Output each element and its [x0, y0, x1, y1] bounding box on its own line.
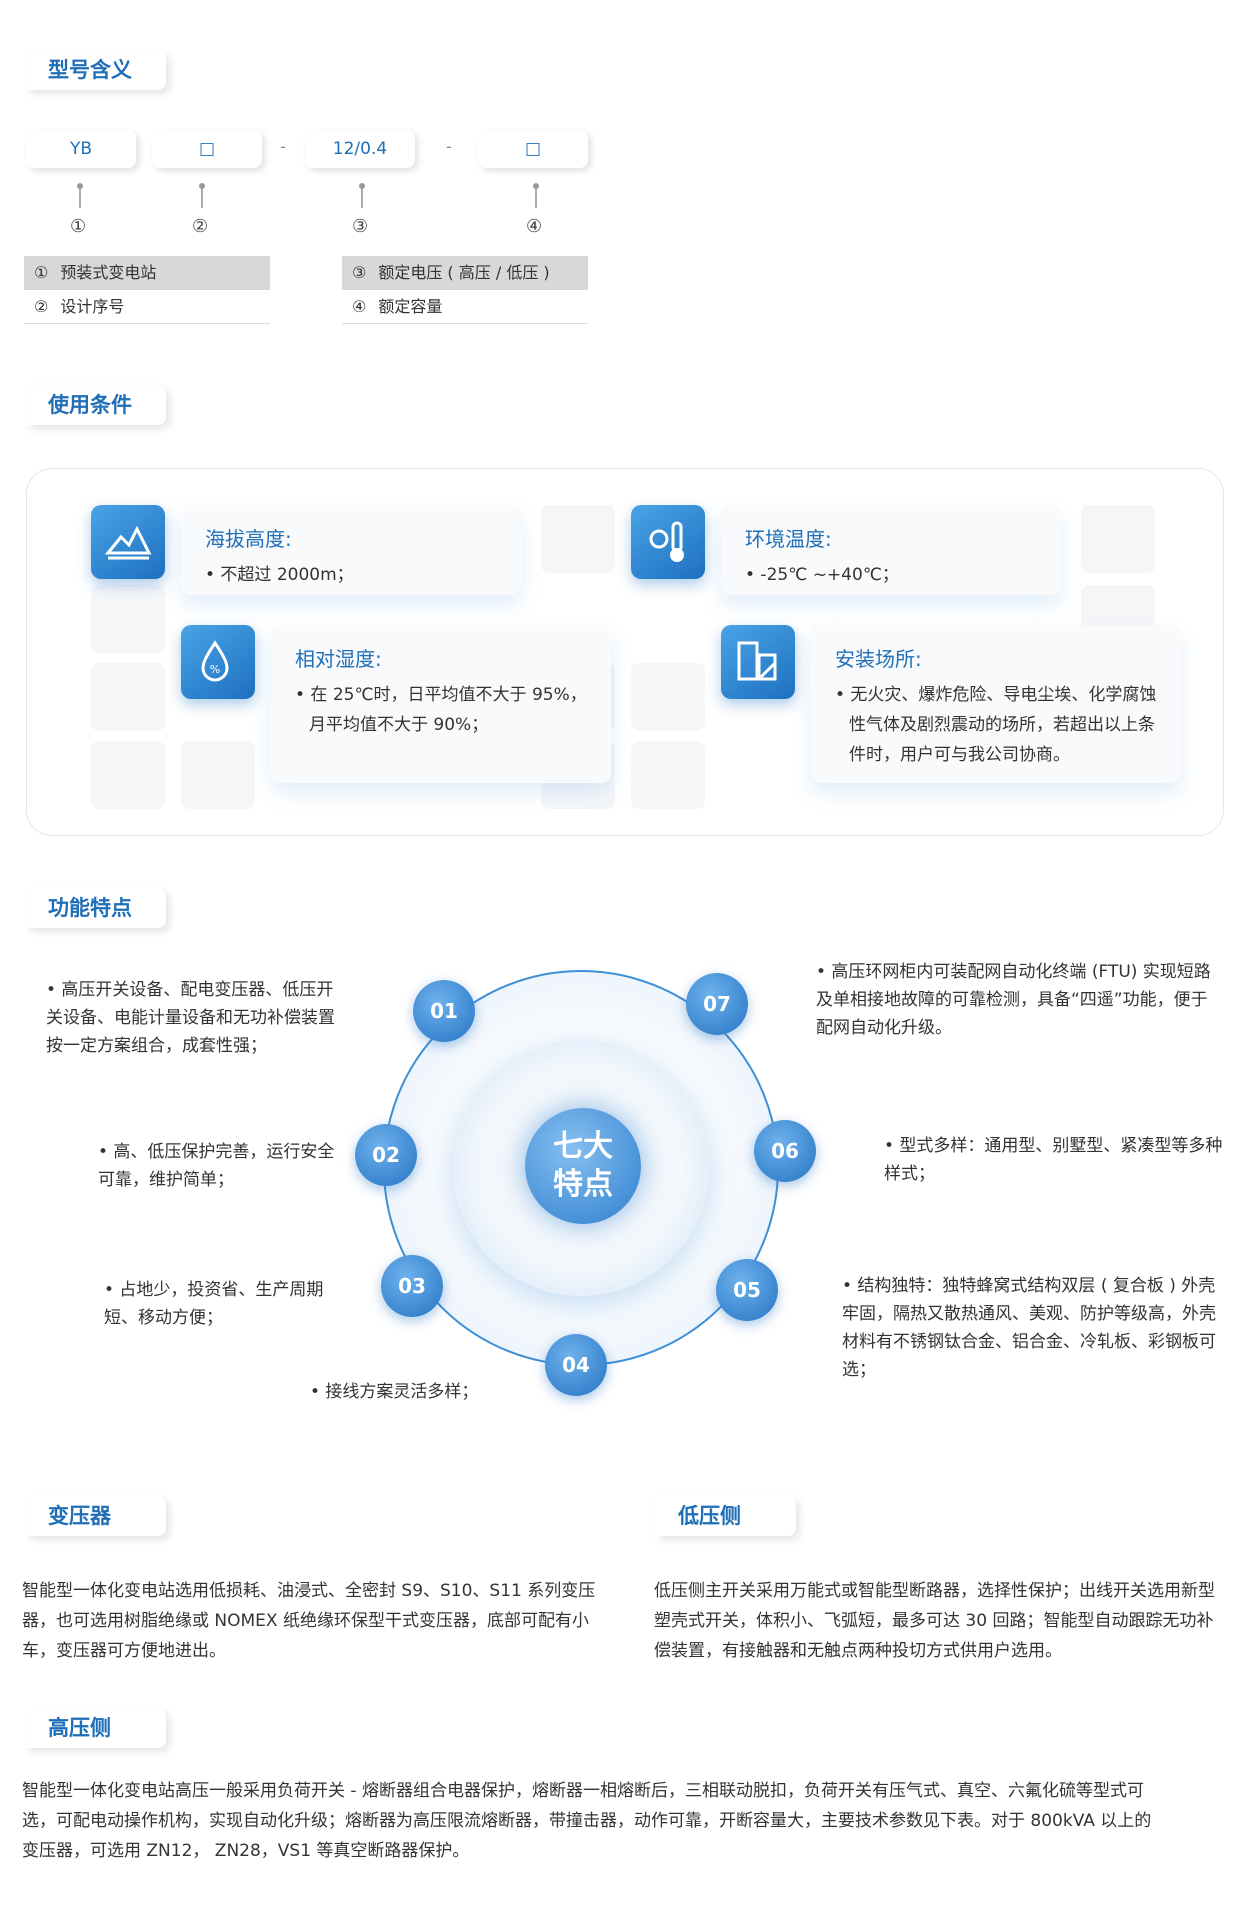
condition-card-location: 安装场所: • 无火灾、爆炸危险、导电尘埃、化学腐蚀性气体及剧烈震动的场所，若超…: [811, 625, 1181, 783]
section-title-model: 型号含义: [26, 50, 166, 90]
pin-marker: [359, 183, 365, 208]
legend-row-3: ③ 额定电压 ( 高压 / 低压 ): [342, 256, 588, 290]
decor-tile: [631, 663, 705, 731]
humidity-drop-icon: %: [181, 625, 255, 699]
condition-title: 相对湿度:: [295, 647, 382, 671]
feature-item-06: • 型式多样：通用型、别墅型、紧凑型等多种样式；: [884, 1136, 1223, 1184]
condition-card-temperature: 环境温度: • -25℃ ~+40℃；: [721, 505, 1061, 595]
model-code-part-4: □: [478, 130, 588, 168]
model-code-part-2: □: [152, 130, 262, 168]
decor-tile: [91, 663, 165, 731]
condition-desc: • 在 25℃时，日平均值不大于 95%，月平均值不大于 90%；: [295, 685, 587, 735]
condition-desc: • -25℃ ~+40℃；: [745, 565, 899, 585]
legend-num: ④: [352, 297, 367, 316]
low-side-paragraph: 低压侧主开关采用万能式或智能型断路器，选择性保护；出线开关选用新型塑壳式开关，体…: [654, 1581, 1215, 1661]
feature-item-04: • 接线方案灵活多样；: [310, 1382, 479, 1402]
decor-tile: [541, 505, 615, 573]
legend-text: 额定电压 ( 高压 / 低压 ): [378, 263, 550, 282]
legend-text: 额定容量: [378, 297, 443, 316]
legend-row-2: ② 设计序号: [24, 290, 270, 324]
pin-marker: [199, 183, 205, 208]
feature-number-04: 04: [545, 1334, 607, 1396]
legend-num: ③: [352, 263, 367, 282]
feature-item-03: • 占地少，投资省、生产周期短、移动方便；: [104, 1280, 324, 1328]
section-title-low-side: 低压侧: [656, 1496, 796, 1536]
section-title-high-side: 高压侧: [26, 1708, 166, 1748]
decor-tile: [1081, 505, 1155, 573]
condition-title: 海拔高度:: [205, 527, 292, 551]
features-center-line-1: 七大: [553, 1129, 613, 1164]
legend-text: 设计序号: [60, 297, 125, 316]
feature-item-02: • 高、低压保护完善，运行安全可靠，维护简单；: [98, 1142, 335, 1190]
section-title-transformer: 变压器: [26, 1496, 166, 1536]
section-title-conditions: 使用条件: [26, 385, 166, 425]
thermometer-sun-icon: [631, 505, 705, 579]
feature-number-07: 07: [686, 973, 748, 1035]
decor-tile: [91, 741, 165, 809]
conditions-panel: 海拔高度: • 不超过 2000m； 环境温度: • -25℃ ~+40℃； %…: [26, 468, 1224, 836]
pin-marker: [533, 183, 539, 208]
feature-item-01: • 高压开关设备、配电变压器、低压开关设备、电能计量设备和无功补偿装置按一定方案…: [46, 980, 335, 1056]
marker-2: ②: [192, 216, 209, 237]
condition-desc: • 不超过 2000m；: [205, 565, 354, 585]
decor-tile: [91, 585, 165, 653]
model-code-part-3: 12/0.4: [305, 130, 415, 168]
section-title-features: 功能特点: [26, 888, 166, 928]
feature-number-01: 01: [413, 980, 475, 1042]
feature-number-03: 03: [381, 1255, 443, 1317]
condition-title: 安装场所:: [835, 647, 922, 671]
marker-1: ①: [70, 216, 87, 237]
transformer-paragraph: 智能型一体化变电站选用低损耗、油浸式、全密封 S9、S10、S11 系列变压器，…: [22, 1581, 596, 1661]
feature-number-06: 06: [754, 1120, 816, 1182]
marker-3: ③: [352, 216, 369, 237]
high-side-paragraph: 智能型一体化变电站高压一般采用负荷开关 - 熔断器组合电器保护，熔断器一相熔断后…: [22, 1781, 1152, 1861]
decor-tile: [631, 741, 705, 809]
decor-tile: [181, 741, 255, 809]
svg-text:%: %: [210, 663, 220, 676]
condition-desc: • 无火灾、爆炸危险、导电尘埃、化学腐蚀性气体及剧烈震动的场所，若超出以上条件时…: [835, 685, 1157, 765]
legend-num: ②: [34, 297, 49, 316]
model-code-dash-2: -: [446, 137, 452, 156]
feature-item-05: • 结构独特：独特蜂窝式结构双层 ( 复合板 ) 外壳牢固，隔热又散热通风、美观…: [842, 1276, 1216, 1380]
pin-marker: [77, 183, 83, 208]
feature-number-02: 02: [355, 1124, 417, 1186]
building-wrench-icon: [721, 625, 795, 699]
feature-item-07: • 高压环网柜内可装配网自动化终端 (FTU) 实现短路及单相接地故障的可靠检测…: [816, 962, 1211, 1038]
legend-row-1: ① 预装式变电站: [24, 256, 270, 290]
model-code-dash-1: -: [280, 137, 286, 156]
marker-4: ④: [526, 216, 543, 237]
legend-num: ①: [34, 263, 49, 282]
features-center: 七大 特点: [525, 1108, 641, 1224]
legend-row-4: ④ 额定容量: [342, 290, 588, 324]
legend-text: 预装式变电站: [60, 263, 157, 282]
condition-card-humidity: 相对湿度: • 在 25℃时，日平均值不大于 95%，月平均值不大于 90%；: [271, 625, 611, 783]
condition-card-altitude: 海拔高度: • 不超过 2000m；: [181, 505, 521, 595]
feature-number-05: 05: [716, 1259, 778, 1321]
condition-title: 环境温度:: [745, 527, 832, 551]
features-center-line-2: 特点: [553, 1167, 613, 1202]
model-code-part-1: YB: [26, 130, 136, 168]
mountain-icon: [91, 505, 165, 579]
